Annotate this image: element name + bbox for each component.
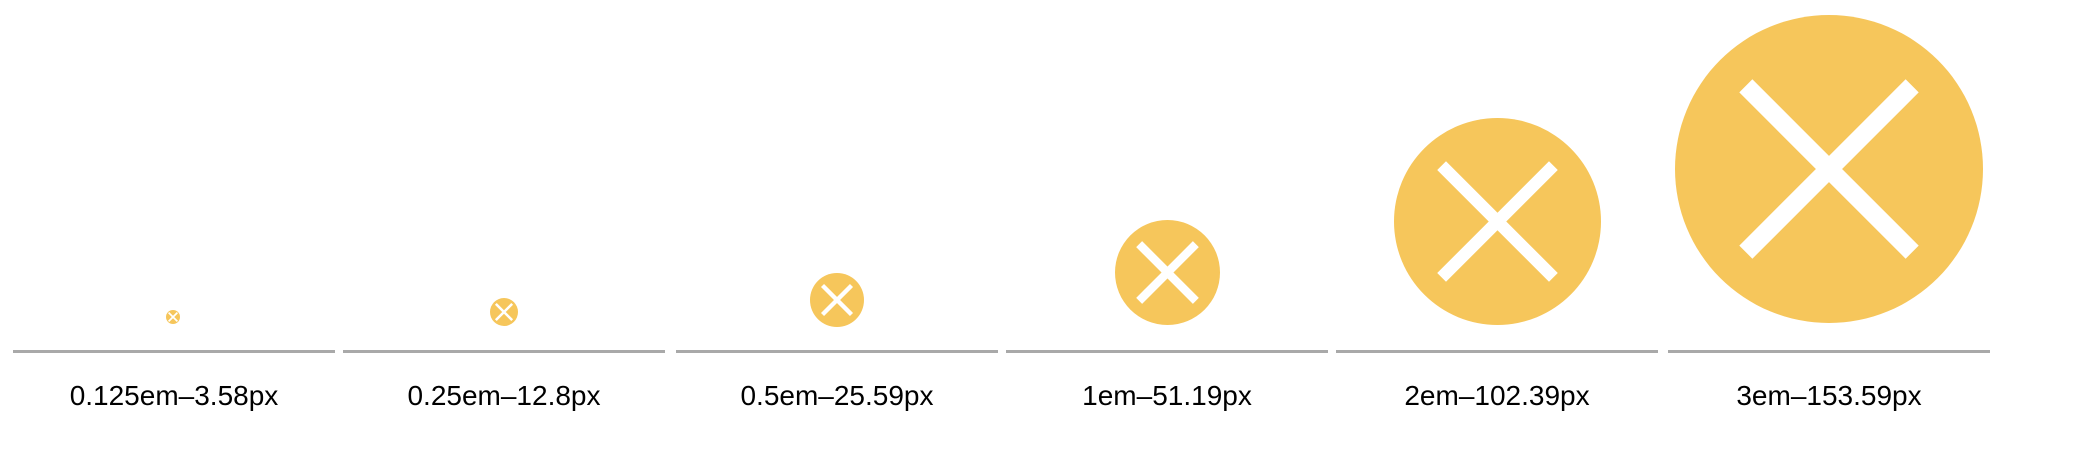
size-caption: 3em–153.59px (1736, 380, 1922, 411)
icon-stage (1336, 0, 1658, 350)
size-caption: 0.25em–12.8px (407, 380, 601, 411)
icon-sample-2em: 2em–102.39px (1336, 0, 1658, 456)
divider-line (13, 350, 335, 353)
icon-sample-05em: 0.5em–25.59px (676, 0, 998, 456)
icon-stage (1006, 0, 1328, 350)
icon-sample-0125em: 0.125em–3.58px (13, 0, 335, 456)
icon-stage (676, 0, 998, 350)
icon-stage (343, 0, 665, 350)
size-caption: 2em–102.39px (1404, 380, 1590, 411)
close-icon (1675, 15, 1983, 323)
divider-line (1668, 350, 1990, 353)
divider-line (676, 350, 998, 353)
close-icon (810, 273, 864, 327)
divider-line (343, 350, 665, 353)
close-icon (1115, 220, 1220, 325)
close-icon (1394, 118, 1601, 325)
divider-line (1006, 350, 1328, 353)
size-caption: 1em–51.19px (1082, 380, 1252, 411)
close-icon (490, 298, 518, 326)
divider-line (1336, 350, 1658, 353)
icon-sample-3em: 3em–153.59px (1668, 0, 1990, 456)
size-caption: 0.125em–3.58px (69, 380, 279, 411)
icon-sample-1em: 1em–51.19px (1006, 0, 1328, 456)
close-icon (166, 310, 180, 324)
size-caption: 0.5em–25.59px (740, 380, 934, 411)
icon-stage (1668, 0, 1990, 350)
icon-stage (13, 0, 335, 350)
icon-sample-025em: 0.25em–12.8px (343, 0, 665, 456)
